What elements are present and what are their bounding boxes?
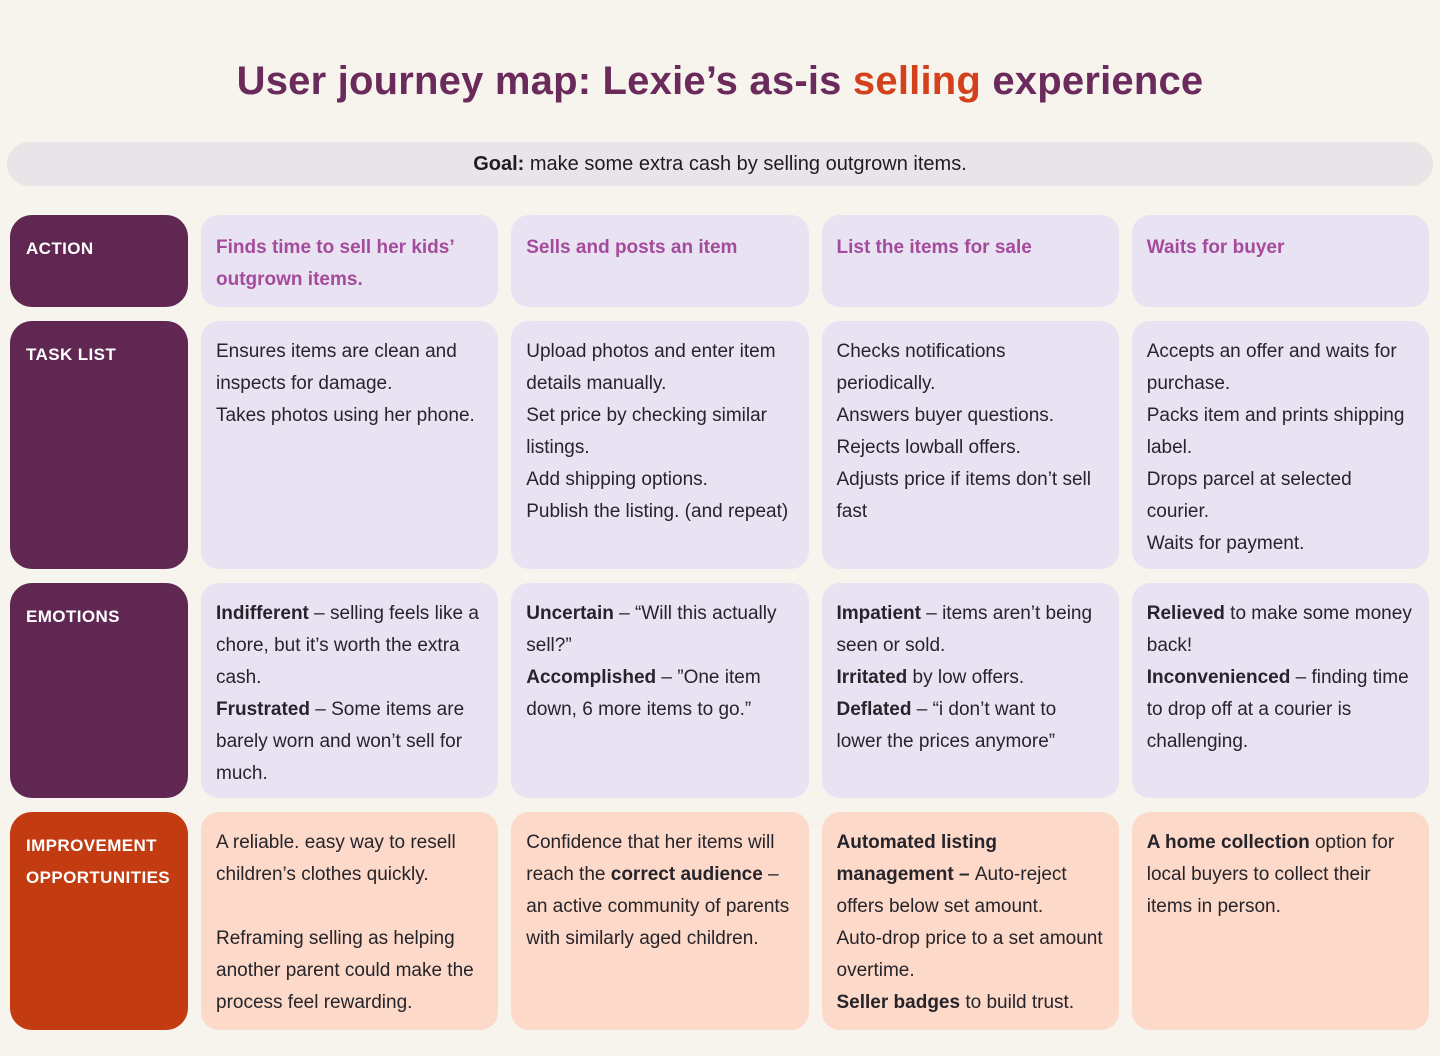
cell-improvements-2: Confidence that her items will reach the… bbox=[511, 812, 809, 1030]
journey-grid: ACTION Finds time to sell her kids’ outg… bbox=[10, 215, 1429, 1030]
cell-improvements-3: Automated listing management – Auto-reje… bbox=[821, 812, 1119, 1030]
cell-action-4: Waits for buyer bbox=[1131, 215, 1429, 307]
cell-task-list-1: Ensures items are clean and inspects for… bbox=[201, 321, 499, 569]
title-suffix: experience bbox=[981, 59, 1204, 103]
cell-action-1: Finds time to sell her kids’ outgrown it… bbox=[201, 215, 499, 307]
row-header-task-list: TASK LIST bbox=[10, 321, 188, 569]
cell-task-list-4: Accepts an offer and waits for purchase.… bbox=[1131, 321, 1429, 569]
goal-banner: Goal: make some extra cash by selling ou… bbox=[7, 142, 1433, 186]
row-header-emotions: EMOTIONS bbox=[10, 583, 188, 798]
cell-emotions-4: Relieved to make some money back! Inconv… bbox=[1131, 583, 1429, 798]
row-header-action: ACTION bbox=[10, 215, 188, 307]
title-text: User journey map: Lexie’s as-is bbox=[236, 59, 853, 103]
cell-improvements-4: A home collection option for local buyer… bbox=[1131, 812, 1429, 1030]
cell-emotions-1: Indifferent – selling feels like a chore… bbox=[201, 583, 499, 798]
row-header-improvement-opportunities: IMPROVEMENT OPPORTUNITIES bbox=[10, 812, 188, 1030]
cell-action-2: Sells and posts an item bbox=[511, 215, 809, 307]
cell-task-list-2: Upload photos and enter item details man… bbox=[511, 321, 809, 569]
cell-task-list-3: Checks notifications periodically. Answe… bbox=[821, 321, 1119, 569]
cell-improvements-1: A reliable. easy way to resell children’… bbox=[201, 812, 499, 1030]
goal-text: make some extra cash by selling outgrown… bbox=[524, 152, 967, 175]
cell-action-3: List the items for sale bbox=[821, 215, 1119, 307]
page-title: User journey map: Lexie’s as-is selling … bbox=[0, 56, 1440, 106]
cell-emotions-3: Impatient – items aren’t being seen or s… bbox=[821, 583, 1119, 798]
cell-emotions-2: Uncertain – “Will this actually sell?” A… bbox=[511, 583, 809, 798]
title-highlight: selling bbox=[852, 59, 982, 103]
goal-label: Goal: bbox=[473, 152, 525, 175]
